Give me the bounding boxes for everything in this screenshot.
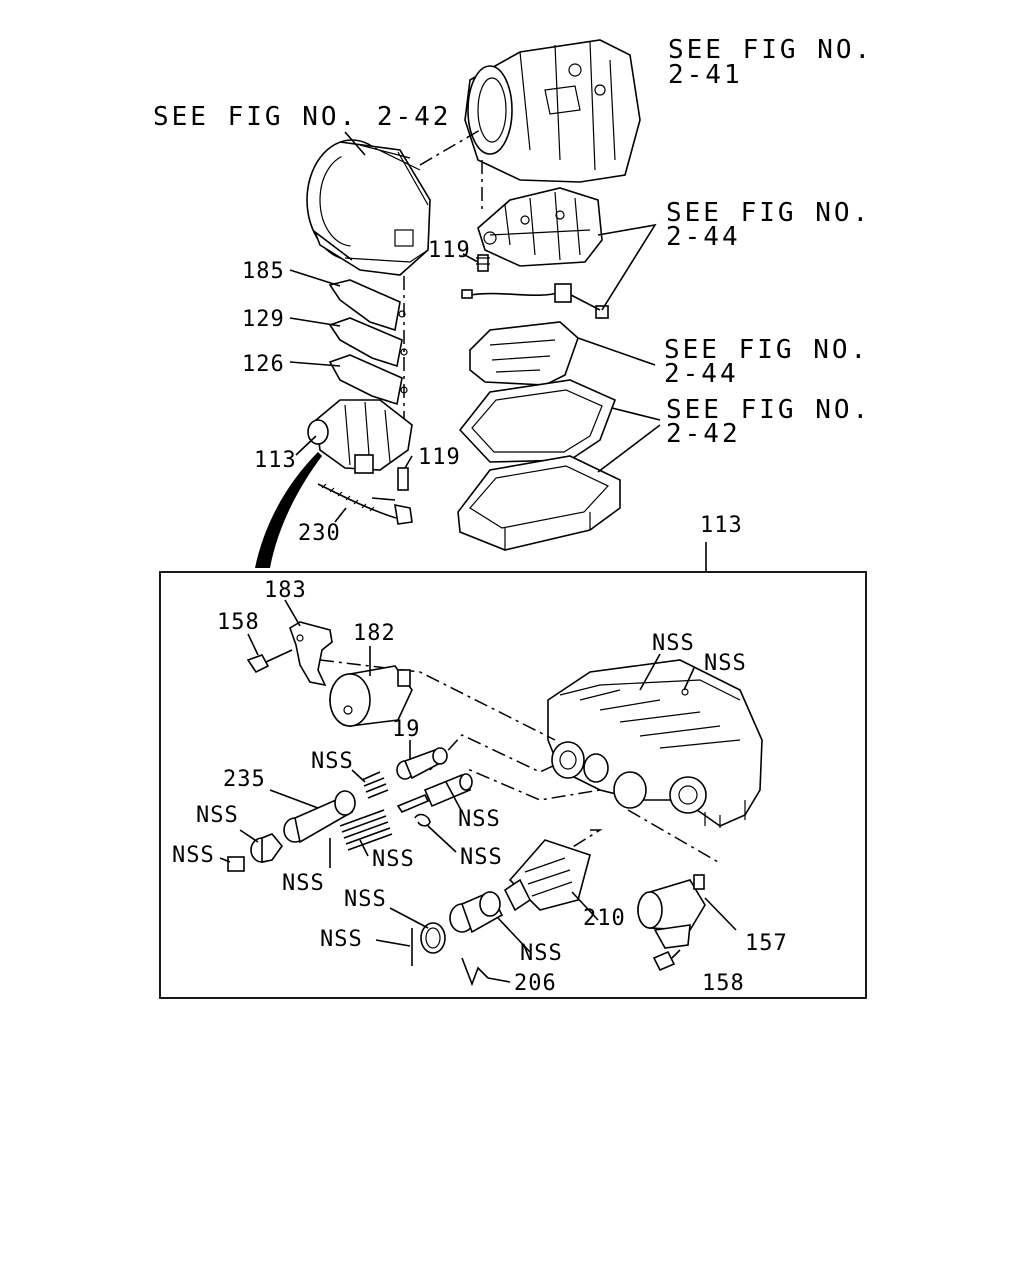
spring-nss-large — [339, 809, 393, 851]
oil-pan-gasket — [458, 379, 617, 463]
bracket-183 — [289, 621, 333, 687]
callout-nss-spring-small: NSS — [311, 749, 354, 774]
callout-185: 185 — [242, 259, 285, 284]
callout-nss-ring: NSS — [344, 887, 387, 912]
callout-nss-plug: NSS — [196, 803, 239, 828]
clip-206 — [461, 957, 489, 987]
oil-strainer — [469, 321, 579, 386]
callout-119-left: 119 — [418, 445, 461, 470]
ref-fig-2-41-line1: SEE FIG NO. — [668, 35, 873, 65]
ref-fig-2-44a-line2: 2-44 — [666, 222, 741, 252]
plunger-19 — [396, 747, 448, 780]
callout-157: 157 — [745, 931, 788, 956]
valve-235 — [283, 790, 356, 844]
callout-183: 183 — [264, 578, 307, 603]
callout-nss-pin-a: NSS — [282, 871, 325, 896]
solenoid-182 — [329, 665, 413, 727]
oil-pan — [457, 455, 621, 551]
valve-body-upper — [477, 187, 603, 267]
bolt-119-left — [397, 467, 409, 491]
leader-fig-2-42-top — [344, 131, 366, 156]
o-ring-nss — [420, 922, 446, 954]
callout-206: 206 — [514, 971, 557, 996]
ref-fig-2-44a-line1: SEE FIG NO. — [666, 198, 871, 228]
wiring-harness — [461, 283, 609, 319]
bolt-158-bottom — [652, 949, 681, 972]
valve-nss-large — [449, 890, 504, 934]
bolt-158-top — [246, 649, 293, 674]
solenoid-157 — [637, 874, 706, 949]
ref-fig-2-44b-line1: SEE FIG NO. — [664, 335, 869, 365]
callout-230: 230 — [298, 521, 341, 546]
callout-210: 210 — [583, 906, 626, 931]
ref-fig-2-42b-line1: SEE FIG NO. — [666, 395, 871, 425]
callout-nss-valve-body-2: NSS — [704, 651, 747, 676]
callout-nss-spring-large: NSS — [372, 847, 415, 872]
callout-nss-retainer: NSS — [172, 843, 215, 868]
callout-nss-valve-body-1: NSS — [652, 631, 695, 656]
transmission-case — [464, 39, 641, 183]
bolt-119-right — [476, 254, 490, 272]
callout-nss-clip: NSS — [460, 845, 503, 870]
callout-182: 182 — [353, 621, 396, 646]
plate-185 — [328, 279, 406, 332]
retainer-nss — [227, 856, 245, 872]
solenoid-assembly-113-upper — [307, 399, 413, 474]
callout-235: 235 — [223, 767, 266, 792]
callout-nss-pin-b: NSS — [320, 927, 363, 952]
plug-nss — [250, 833, 284, 863]
clip-nss — [414, 813, 431, 827]
bell-housing — [306, 139, 431, 276]
ref-fig-2-42-top: SEE FIG NO. 2-42 — [153, 102, 451, 132]
ref-fig-2-42b-line2: 2-42 — [666, 419, 741, 449]
callout-nss-valve-large: NSS — [520, 941, 563, 966]
callout-113: 113 — [254, 448, 297, 473]
callout-nss-spool: NSS — [458, 807, 501, 832]
callout-119-right: 119 — [428, 238, 471, 263]
callout-126: 126 — [242, 352, 285, 377]
harness-230 — [317, 483, 413, 525]
callout-158-bottom: 158 — [702, 971, 745, 996]
spring-nss-small — [361, 771, 389, 799]
filter-210 — [503, 839, 591, 912]
callout-158-top: 158 — [217, 610, 260, 635]
callout-19: 19 — [392, 717, 421, 742]
callout-113-detail: 113 — [700, 513, 743, 538]
valve-spool-nss — [396, 773, 473, 813]
detail-box-113 — [159, 571, 867, 999]
ref-fig-2-44b-line2: 2-44 — [664, 359, 739, 389]
callout-129: 129 — [242, 307, 285, 332]
valve-body-detail — [547, 659, 763, 828]
detail-pointer — [255, 452, 322, 568]
ref-fig-2-41-line2: 2-41 — [668, 60, 743, 90]
